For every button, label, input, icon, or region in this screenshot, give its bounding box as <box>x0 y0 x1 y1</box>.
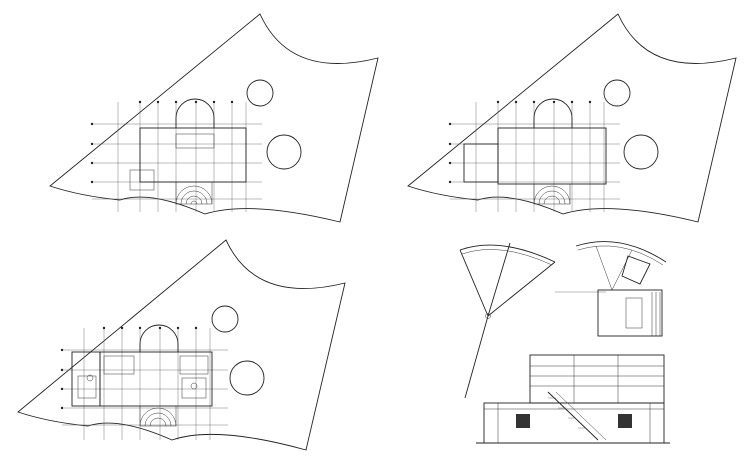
site-plan-top-left <box>49 13 379 223</box>
canopy-section <box>459 242 556 399</box>
site-boundary <box>17 239 346 451</box>
front-elevation <box>476 354 670 444</box>
tree-circle <box>229 360 265 396</box>
tree-circle <box>603 79 631 107</box>
window <box>618 414 632 428</box>
window <box>516 414 530 428</box>
building-outline <box>129 98 247 205</box>
grid-lines <box>60 326 228 440</box>
tree-circle <box>623 134 659 170</box>
site-plan-top-right-roof <box>407 13 737 223</box>
tree-circle <box>266 134 302 170</box>
side-elevation <box>555 241 667 337</box>
roof-hatching <box>463 98 607 205</box>
floor-plan-walls <box>71 324 213 427</box>
section-and-elevations-bottom-right <box>459 241 670 444</box>
tree-circle <box>211 305 239 333</box>
site-plan-bottom-left-floor <box>17 239 346 451</box>
tree-circle <box>246 79 274 107</box>
